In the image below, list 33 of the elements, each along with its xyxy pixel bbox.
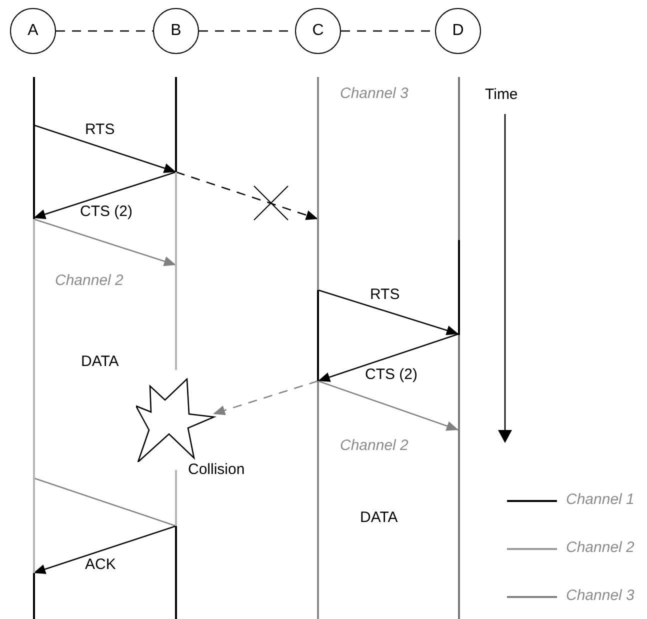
lifeline — [32, 77, 35, 619]
edge-label: CTS (2) — [365, 366, 418, 384]
message-arrow — [318, 380, 459, 431]
node-circle: A — [10, 8, 56, 54]
legend-label: Channel 1 — [566, 491, 634, 509]
dashed-link — [56, 30, 153, 32]
message-arrow — [33, 124, 176, 173]
lifeline — [175, 77, 177, 619]
message-arrow — [33, 171, 176, 220]
edge-label: CTS (2) — [80, 203, 132, 221]
edge-label: RTS — [85, 121, 115, 139]
channel-label: Channel 2 — [340, 437, 408, 455]
message-arrow — [176, 171, 318, 220]
message-arrow — [33, 525, 176, 574]
node-circle: B — [153, 8, 199, 54]
data-label: DATA — [360, 509, 398, 527]
legend-label: Channel 3 — [566, 587, 634, 605]
edge-label: RTS — [370, 286, 400, 304]
node-circle: D — [435, 8, 481, 54]
message-arrow — [318, 289, 459, 336]
data-label: DATA — [81, 353, 119, 371]
channel-label: Channel 2 — [55, 272, 124, 290]
message-arrow — [33, 218, 176, 266]
lifeline — [457, 77, 460, 619]
axis-label: Time — [485, 86, 518, 104]
edge-label: ACK — [85, 556, 116, 574]
lifeline — [317, 77, 319, 619]
legend-label: Channel 2 — [566, 539, 634, 557]
node-circle: C — [295, 8, 341, 54]
message-arrow — [318, 333, 459, 382]
message-arrow — [212, 380, 318, 416]
channel-label: Channel 3 — [340, 85, 408, 103]
collision-label: Collision — [188, 461, 245, 479]
